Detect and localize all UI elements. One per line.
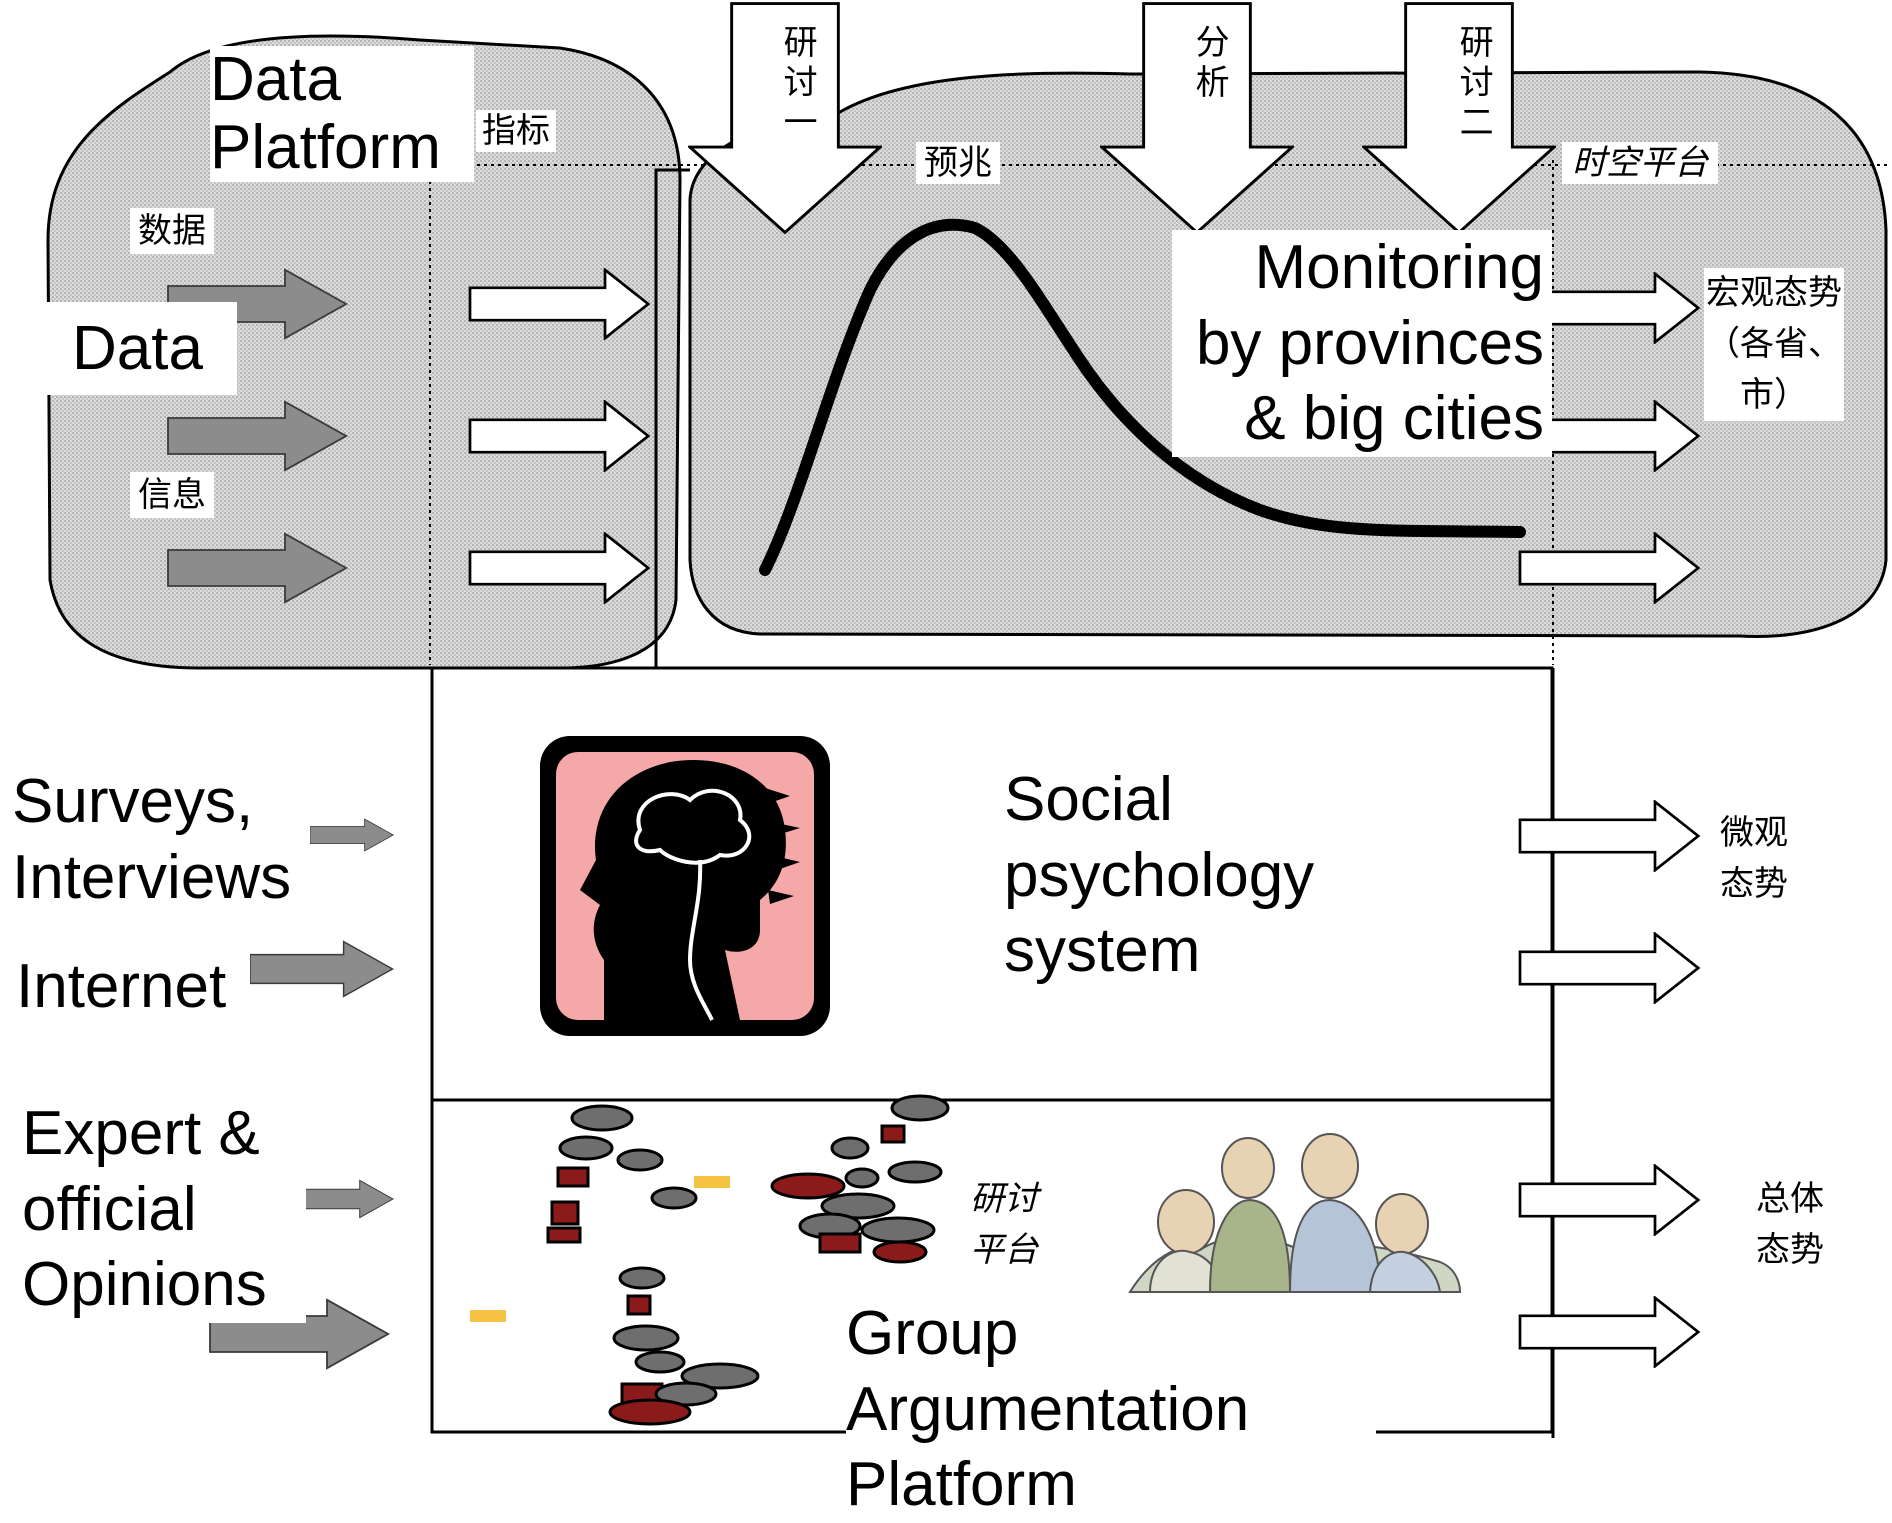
internet-label: Internet <box>16 952 227 1022</box>
xinxi-label: 信息 <box>130 472 214 519</box>
yantao1-label: 研讨一 <box>776 20 819 188</box>
gray-arrow-surveys <box>310 818 394 852</box>
macro-trend-label: 宏观态势（各省、市） <box>1704 268 1844 421</box>
monitoring-label: Monitoring by provinces & big cities <box>1172 230 1552 457</box>
shikong-label: 时空平台 <box>1562 142 1718 185</box>
discussion-people-icon <box>1128 1133 1462 1293</box>
yantao2-label: 研讨二 <box>1452 20 1495 188</box>
gray-arrow-expert-1 <box>296 1179 394 1219</box>
surveys-interviews-label: Surveys, Interviews <box>12 764 304 916</box>
zhibiao-label: 指标 <box>476 110 556 153</box>
expert-opinions-label: Expert & official Opinions <box>22 1096 306 1323</box>
data-platform-label: Data Platform <box>210 45 474 183</box>
social-psychology-label: Social psychology system <box>1004 765 1315 986</box>
argument-tiles <box>470 1094 950 1426</box>
bracket-line <box>654 168 690 668</box>
gray-arrow-internet <box>250 940 394 998</box>
yantao-platform-label: 研讨平台 <box>970 1179 1038 1270</box>
micro-trend-label: 微观态势 <box>1716 806 1812 912</box>
group-argumentation-label: Group Argumentation Platform <box>846 1296 1376 1523</box>
shuju-label: 数据 <box>130 208 214 255</box>
brain-head-icon <box>540 736 830 1036</box>
yujzhao-label: 预兆 <box>916 142 1000 185</box>
trend-curve <box>759 218 1526 576</box>
overall-trend-label: 总体态势 <box>1752 1172 1848 1278</box>
fenxi-label: 分析 <box>1188 20 1231 132</box>
data-label: Data <box>38 302 237 396</box>
